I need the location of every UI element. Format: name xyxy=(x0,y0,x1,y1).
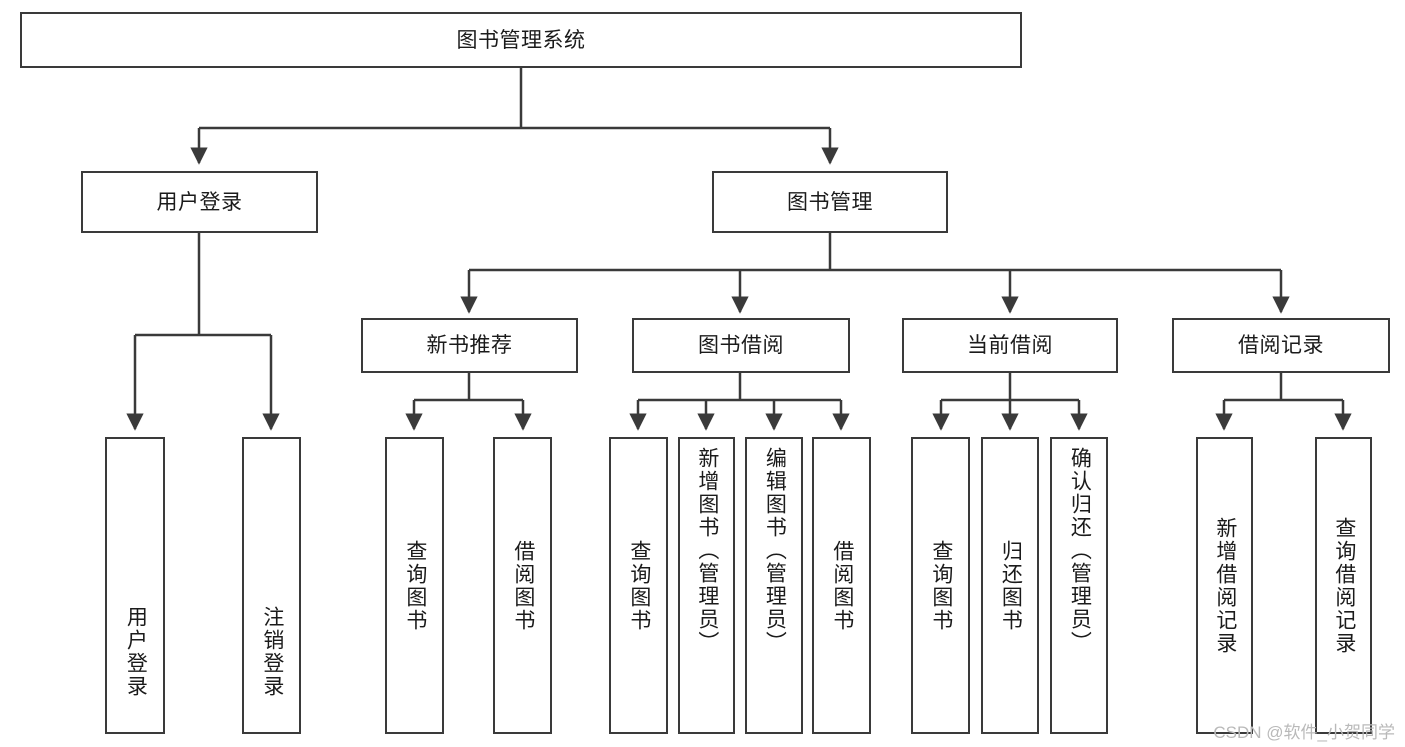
leaf-borrow-query-book-label: 查询图书 xyxy=(627,539,651,632)
node-current-borrow[interactable]: 当前借阅 xyxy=(902,318,1118,373)
leaf-borrow-add-book-label: 新增图书（管理员） xyxy=(695,447,719,654)
leaf-current-return-book-label: 归还图书 xyxy=(999,539,1023,632)
node-borrow-records-label: 借阅记录 xyxy=(1238,334,1324,357)
node-user-login-label: 用户登录 xyxy=(156,190,243,214)
leaf-current-return-book[interactable]: 归还图书 xyxy=(981,437,1039,734)
node-new-book-recommend[interactable]: 新书推荐 xyxy=(361,318,578,373)
node-book-management-label: 图书管理 xyxy=(787,190,873,214)
leaf-recommend-query-book-label: 查询图书 xyxy=(403,539,427,632)
node-new-book-recommend-label: 新书推荐 xyxy=(426,334,513,357)
leaf-recommend-query-book[interactable]: 查询图书 xyxy=(385,437,444,734)
csdn-watermark: CSDN @软件_小贺同学 xyxy=(1213,723,1395,742)
leaf-borrow-edit-book[interactable]: 编辑图书（管理员） xyxy=(745,437,803,734)
leaf-recommend-borrow-book-label: 借阅图书 xyxy=(511,539,535,632)
node-user-login[interactable]: 用户登录 xyxy=(81,171,318,233)
leaf-current-query-book-label: 查询图书 xyxy=(929,539,953,632)
leaf-borrow-borrow-book-label: 借阅图书 xyxy=(830,539,854,632)
leaf-user-login-signout[interactable]: 注销登录 xyxy=(242,437,301,734)
leaf-borrow-query-book[interactable]: 查询图书 xyxy=(609,437,668,734)
node-book-management[interactable]: 图书管理 xyxy=(712,171,948,233)
node-book-borrow-label: 图书借阅 xyxy=(698,334,784,357)
leaf-user-login-signin[interactable]: 用户登录 xyxy=(105,437,165,734)
leaf-records-query-record[interactable]: 查询借阅记录 xyxy=(1315,437,1372,734)
leaf-borrow-edit-book-label: 编辑图书（管理员） xyxy=(763,447,787,654)
node-book-borrow[interactable]: 图书借阅 xyxy=(632,318,850,373)
leaf-records-add-record[interactable]: 新增借阅记录 xyxy=(1196,437,1253,734)
node-borrow-records[interactable]: 借阅记录 xyxy=(1172,318,1390,373)
leaf-borrow-borrow-book[interactable]: 借阅图书 xyxy=(812,437,871,734)
leaf-recommend-borrow-book[interactable]: 借阅图书 xyxy=(493,437,552,734)
leaf-user-login-signin-label: 用户登录 xyxy=(124,606,148,698)
node-root[interactable]: 图书管理系统 xyxy=(20,12,1022,68)
leaf-current-confirm-return[interactable]: 确认归还（管理员） xyxy=(1050,437,1108,734)
node-root-label: 图书管理系统 xyxy=(456,28,586,52)
leaf-user-login-signout-label: 注销登录 xyxy=(260,606,284,698)
leaf-current-confirm-return-label: 确认归还（管理员） xyxy=(1068,447,1092,654)
leaf-borrow-add-book[interactable]: 新增图书（管理员） xyxy=(678,437,735,734)
leaf-current-query-book[interactable]: 查询图书 xyxy=(911,437,970,734)
leaf-records-query-record-label: 查询借阅记录 xyxy=(1332,516,1356,655)
node-current-borrow-label: 当前借阅 xyxy=(967,334,1053,357)
leaf-records-add-record-label: 新增借阅记录 xyxy=(1213,516,1237,655)
